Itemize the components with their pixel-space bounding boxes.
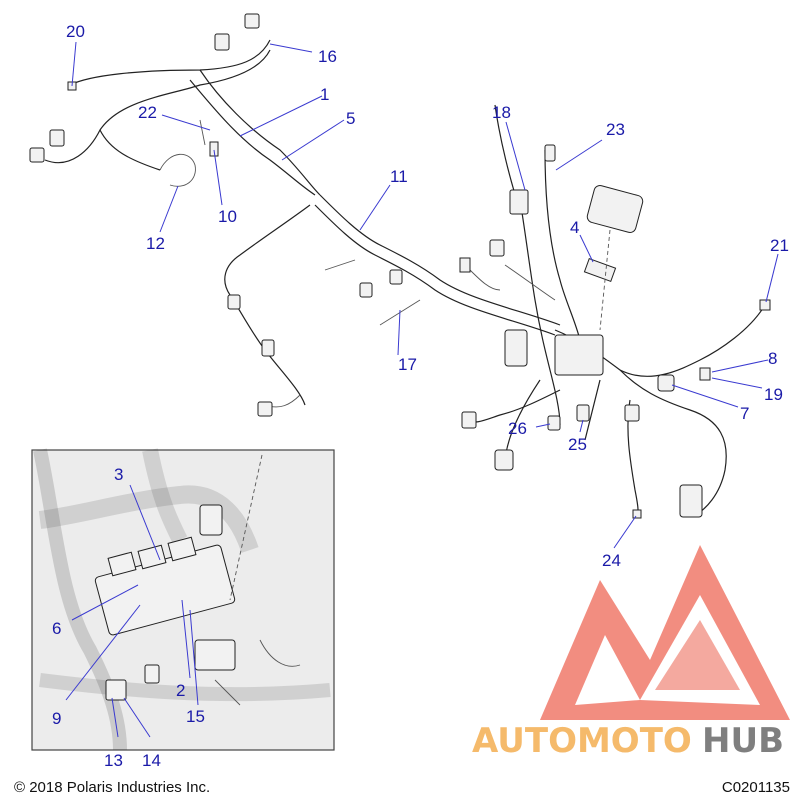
- callout-21: 21: [770, 236, 789, 255]
- main-harness-wires: [44, 39, 561, 408]
- callout-12: 12: [146, 234, 165, 253]
- watermark-text-secondary: HUB: [702, 721, 784, 761]
- callout-26: 26: [508, 419, 527, 438]
- callout-15: 15: [186, 707, 205, 726]
- callout-5: 5: [346, 109, 355, 128]
- callout-19: 19: [764, 385, 783, 404]
- callout-8: 8: [768, 349, 777, 368]
- callout-18: 18: [492, 103, 511, 122]
- callout-16: 16: [318, 47, 337, 66]
- connectors-upper-left: [29, 13, 403, 417]
- callout-23: 23: [606, 120, 625, 139]
- callout-labels: 20 16 1 22 5 18 23 11 10 12 4 21 17 8 19…: [52, 22, 789, 770]
- callout-2: 2: [176, 681, 185, 700]
- copyright-text: © 2018 Polaris Industries Inc.: [14, 779, 211, 796]
- callout-14: 14: [142, 751, 161, 770]
- callout-24: 24: [602, 551, 621, 570]
- callout-10: 10: [218, 207, 237, 226]
- right-components: [459, 144, 771, 519]
- callout-4: 4: [570, 218, 579, 237]
- callout-1: 1: [320, 85, 329, 104]
- callout-13: 13: [104, 751, 123, 770]
- inset-detail: [31, 448, 335, 751]
- callout-3: 3: [114, 465, 123, 484]
- callout-22: 22: [138, 103, 157, 122]
- callout-11: 11: [390, 167, 408, 186]
- leader-lines: [65, 41, 779, 738]
- drawing-code: C0201135: [721, 779, 790, 796]
- watermark-text-primary: AUTOMOTO: [472, 721, 692, 761]
- callout-9: 9: [52, 709, 61, 728]
- watermark-logo: AUTOMOTO HUB: [472, 545, 790, 761]
- callout-25: 25: [568, 435, 587, 454]
- callout-17: 17: [398, 355, 417, 374]
- callout-6: 6: [52, 619, 61, 638]
- callout-20: 20: [66, 22, 85, 41]
- callout-7: 7: [740, 404, 749, 423]
